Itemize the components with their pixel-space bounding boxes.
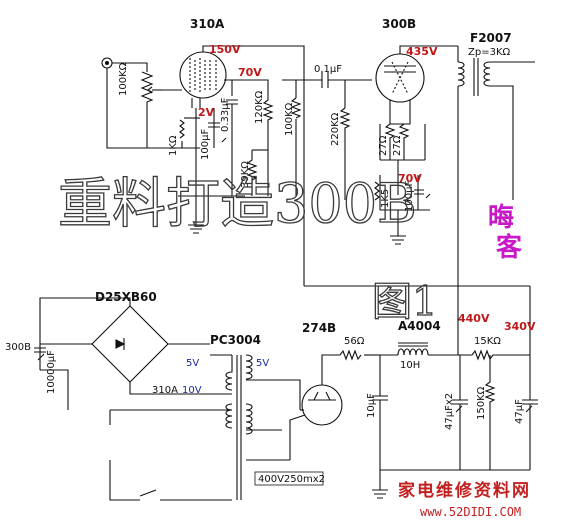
voltage-2v: 2V bbox=[198, 106, 215, 119]
label-r56: 56Ω bbox=[344, 336, 365, 347]
label-c01: 0.1μF bbox=[314, 64, 342, 75]
volume-pot bbox=[140, 71, 154, 103]
label-r15k: 15KΩ bbox=[474, 336, 501, 347]
label-r39k: 39KΩ bbox=[240, 161, 251, 188]
wiring bbox=[34, 45, 538, 501]
label-heater-310a: 310A bbox=[152, 385, 178, 396]
output-transformer-label: F2007 bbox=[470, 31, 512, 45]
label-c100-b: 100μF bbox=[404, 181, 415, 212]
secondary-10v: 10V bbox=[182, 385, 202, 396]
label-pot: 100KΩ bbox=[118, 62, 129, 96]
label-r1k5: 1K5 bbox=[380, 189, 391, 208]
hv-winding-box bbox=[254, 471, 324, 486]
output-impedance-label: Zp=3KΩ bbox=[468, 47, 510, 58]
label-hv-winding: 400V250mx2 bbox=[258, 474, 325, 485]
overlay-title: 重料打造300B bbox=[58, 172, 417, 235]
bridge-label: D25XB60 bbox=[95, 290, 157, 304]
voltage-435v: 435V bbox=[406, 45, 438, 58]
label-c47x2: 47μFx2 bbox=[444, 393, 455, 430]
bridge-rectifier bbox=[91, 305, 169, 383]
polarity-marks bbox=[37, 137, 533, 413]
label-r27-b: 27Ω bbox=[392, 135, 403, 156]
voltage-70v-cathode: 70V bbox=[398, 172, 422, 185]
label-r220k: 220KΩ bbox=[330, 112, 341, 146]
choke-label: A4004 bbox=[398, 319, 441, 333]
tube-label-300b: 300B bbox=[382, 17, 416, 31]
secondary-5v-b: 5V bbox=[256, 358, 269, 369]
signature-bottom: 客 bbox=[496, 232, 523, 263]
label-heater-300b: 300B bbox=[5, 342, 31, 353]
label-r100k: 100KΩ bbox=[284, 102, 295, 136]
label-r1k: 1KΩ bbox=[168, 135, 179, 156]
power-transformer-label: PC3004 bbox=[210, 333, 261, 347]
label-c10000: 10000μF bbox=[46, 350, 57, 394]
voltage-150v: 150V bbox=[209, 43, 241, 56]
label-c47: 47μF bbox=[514, 399, 525, 424]
label-c100-a: 100μF bbox=[200, 129, 211, 160]
label-c10: 10μF bbox=[366, 393, 377, 418]
signature-top: 晦 bbox=[488, 202, 514, 233]
watermark-name: 家电维修资料网 bbox=[398, 480, 531, 501]
label-r120k: 120KΩ bbox=[254, 90, 265, 124]
label-r27-a: 27Ω bbox=[378, 135, 389, 156]
label-c033: 0.33μF bbox=[220, 97, 231, 132]
tube-310a bbox=[179, 51, 227, 99]
overlay-figure: 图1 bbox=[372, 279, 437, 325]
label-r150k: 150KΩ bbox=[476, 386, 487, 420]
watermark-url: www.52DIDI.COM bbox=[420, 505, 521, 519]
voltage-70v-plate: 70V bbox=[238, 66, 262, 79]
secondary-5v-a: 5V bbox=[186, 358, 199, 369]
tube-label-274b: 274B bbox=[302, 321, 336, 335]
tube-274b bbox=[301, 384, 343, 426]
tube-label-310a: 310A bbox=[190, 17, 225, 31]
voltage-440v: 440V bbox=[458, 312, 490, 325]
choke-value-label: 10H bbox=[400, 360, 420, 371]
voltage-340v: 340V bbox=[504, 320, 536, 333]
output-transformer-primary bbox=[457, 61, 465, 87]
